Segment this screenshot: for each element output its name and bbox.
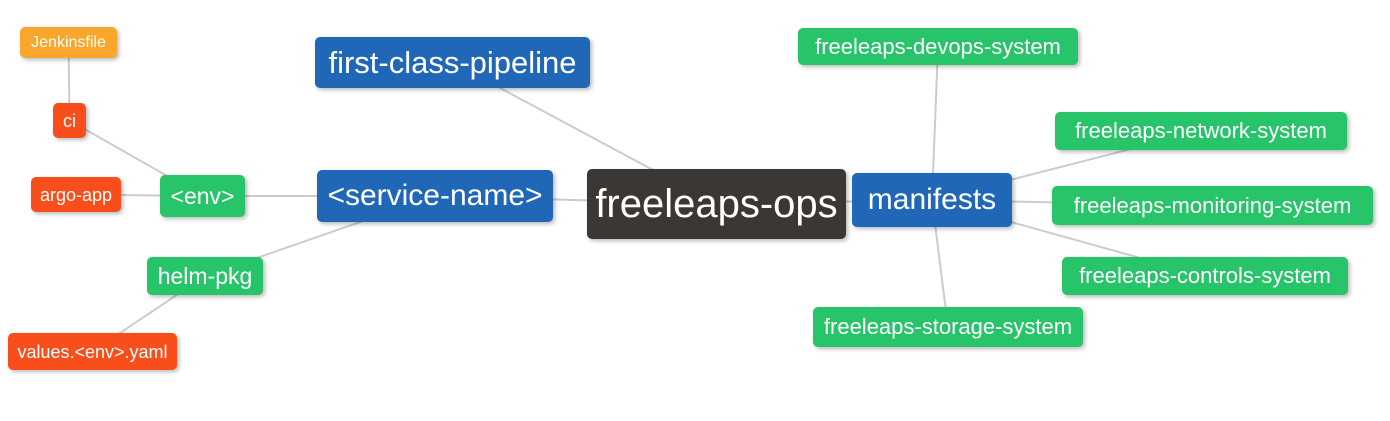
node-label: <env> xyxy=(170,182,235,209)
node-manifests[interactable]: manifests xyxy=(852,173,1012,227)
node-label: freeleaps-controls-system xyxy=(1079,263,1331,288)
node-label: freeleaps-storage-system xyxy=(823,314,1073,339)
node-freeleaps-storage-system[interactable]: freeleaps-storage-system xyxy=(813,307,1083,347)
node-helm-pkg[interactable]: helm-pkg xyxy=(147,257,263,295)
node-label: freeleaps-devops-system xyxy=(815,33,1061,59)
node-values-env-yaml[interactable]: values.<env>.yaml xyxy=(8,333,177,370)
node-ci[interactable]: ci xyxy=(53,103,86,138)
node-label: freeleaps-monitoring-system xyxy=(1073,192,1352,218)
node-freeleaps-controls-system[interactable]: freeleaps-controls-system xyxy=(1062,257,1348,295)
node-label: freeleaps-ops xyxy=(595,182,838,226)
node-label: helm-pkg xyxy=(157,262,253,289)
node-label: manifests xyxy=(867,183,997,216)
node-label: <service-name> xyxy=(327,179,543,212)
node-service-name[interactable]: <service-name> xyxy=(317,170,553,222)
node-freeleaps-network-system[interactable]: freeleaps-network-system xyxy=(1055,112,1347,150)
node-label: freeleaps-network-system xyxy=(1075,118,1327,143)
node-freeleaps-monitoring-system[interactable]: freeleaps-monitoring-system xyxy=(1052,186,1373,225)
node-freeleaps-ops[interactable]: freeleaps-ops xyxy=(587,169,846,239)
node-freeleaps-devops-system[interactable]: freeleaps-devops-system xyxy=(798,28,1078,65)
node-label: values.<env>.yaml xyxy=(17,341,168,362)
node-label: ci xyxy=(63,110,76,131)
node-label: Jenkinsfile xyxy=(31,33,106,51)
node-env[interactable]: <env> xyxy=(160,175,245,217)
node-jenkinsfile[interactable]: Jenkinsfile xyxy=(20,27,117,58)
node-label: argo-app xyxy=(39,184,113,205)
node-label: first-class-pipeline xyxy=(328,45,577,80)
node-first-class-pipeline[interactable]: first-class-pipeline xyxy=(315,37,590,88)
node-argo-app[interactable]: argo-app xyxy=(31,177,121,212)
